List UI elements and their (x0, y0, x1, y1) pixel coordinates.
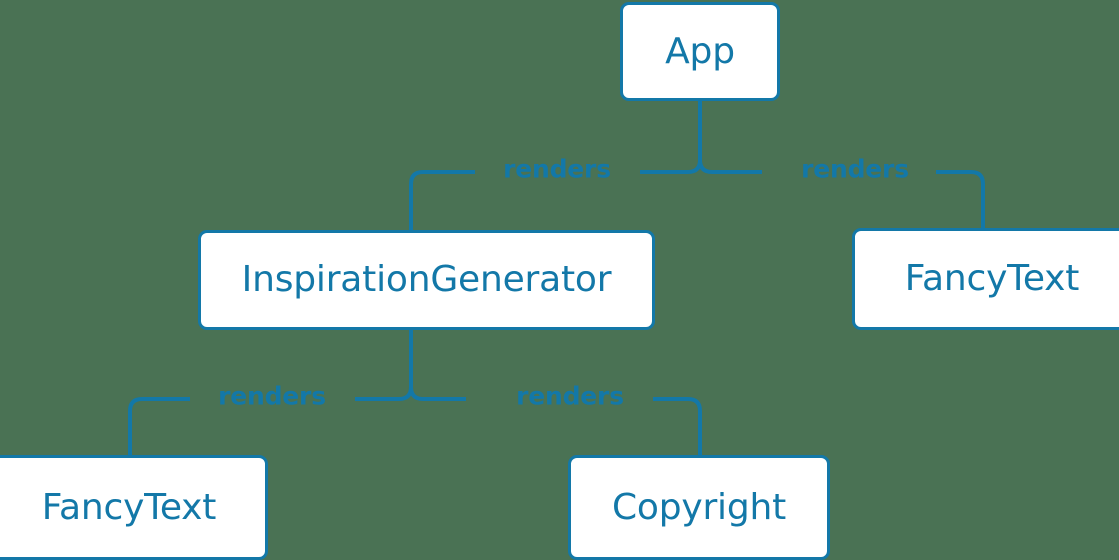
edge-inspiration-to-copyright (409, 386, 466, 401)
node-fancytext-left[interactable]: FancyText (0, 455, 268, 560)
edge-inspiration-to-fancytext-left (355, 386, 413, 401)
node-inspiration-generator[interactable]: InspirationGenerator (198, 230, 655, 330)
node-fancytext-right[interactable]: FancyText (852, 228, 1119, 330)
edge-app-to-inspiration-tail (409, 170, 475, 230)
edge-inspiration-to-copyright-tail (653, 397, 702, 455)
node-app-label: App (665, 30, 735, 72)
node-copyright[interactable]: Copyright (568, 455, 830, 560)
edge-label-app-to-fancytext-right: renders (801, 154, 909, 184)
edge-app-to-inspiration (640, 159, 702, 174)
edge-label-inspiration-to-copyright: renders (516, 381, 624, 411)
edge-inspiration-to-fancytext-left-tail (128, 397, 190, 455)
node-inspiration-generator-label: InspirationGenerator (241, 259, 612, 300)
node-app[interactable]: App (620, 2, 780, 101)
edge-app-to-fancytext-right-tail (936, 170, 985, 228)
edge-app-to-fancytext-right (698, 159, 762, 174)
node-fancytext-right-label: FancyText (904, 258, 1080, 299)
edge-label-inspiration-to-fancytext-left: renders (218, 381, 326, 411)
node-fancytext-left-label: FancyText (41, 486, 217, 528)
edge-label-app-to-inspiration: renders (503, 154, 611, 184)
node-copyright-label: Copyright (611, 486, 787, 528)
